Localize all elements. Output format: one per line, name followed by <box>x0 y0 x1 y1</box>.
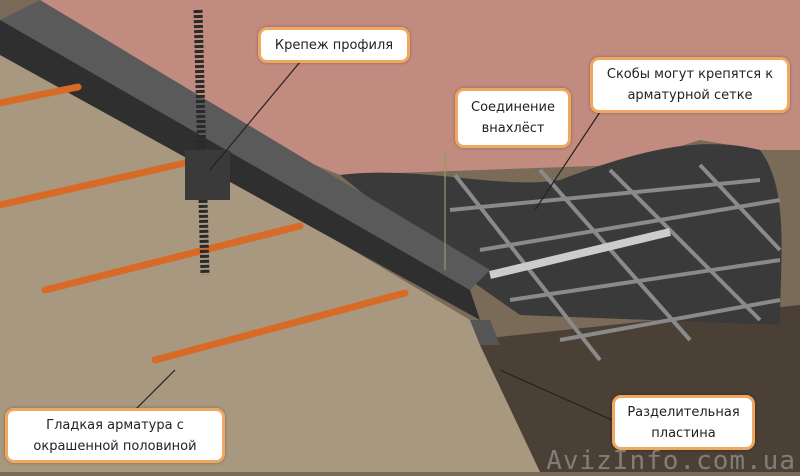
callout-separator-plate: Разделительная пластина <box>612 395 755 450</box>
callout-text: Крепеж профиля <box>274 37 394 53</box>
concrete-slab <box>40 0 800 175</box>
separator-plate <box>470 320 500 345</box>
callout-text: арматурной сетке <box>627 88 753 103</box>
callout-text: Соединение <box>471 100 555 115</box>
steel-profile-face <box>0 20 480 320</box>
callout-text: пластина <box>651 425 716 441</box>
callout-text: Разделительная <box>627 404 740 420</box>
callout-text: Скобы могут крепятся к <box>606 67 774 82</box>
callout-overlap-joint: Соединение внахлёст <box>455 88 571 148</box>
painted-bar <box>489 228 671 279</box>
watermark: AvizInfo.com.ua <box>546 446 796 476</box>
steel-profile-top <box>0 0 490 290</box>
callout-text: Гладкая арматура с <box>46 417 184 433</box>
callout-text: внахлёст <box>481 121 545 136</box>
callout-smooth-rebar: Гладкая арматура с окрашенной половиной <box>5 408 225 463</box>
callout-brackets: Скобы могут крепятся к арматурной сетке <box>590 57 790 113</box>
callout-profile-fastener: Крепеж профиля <box>258 27 410 63</box>
smooth-rebars <box>0 83 409 364</box>
ground-surface <box>0 40 540 472</box>
leader-lines <box>134 61 613 421</box>
fastener-clamp <box>185 150 230 200</box>
threaded-rod <box>193 9 210 276</box>
callout-text: окрашенной половиной <box>33 438 197 454</box>
